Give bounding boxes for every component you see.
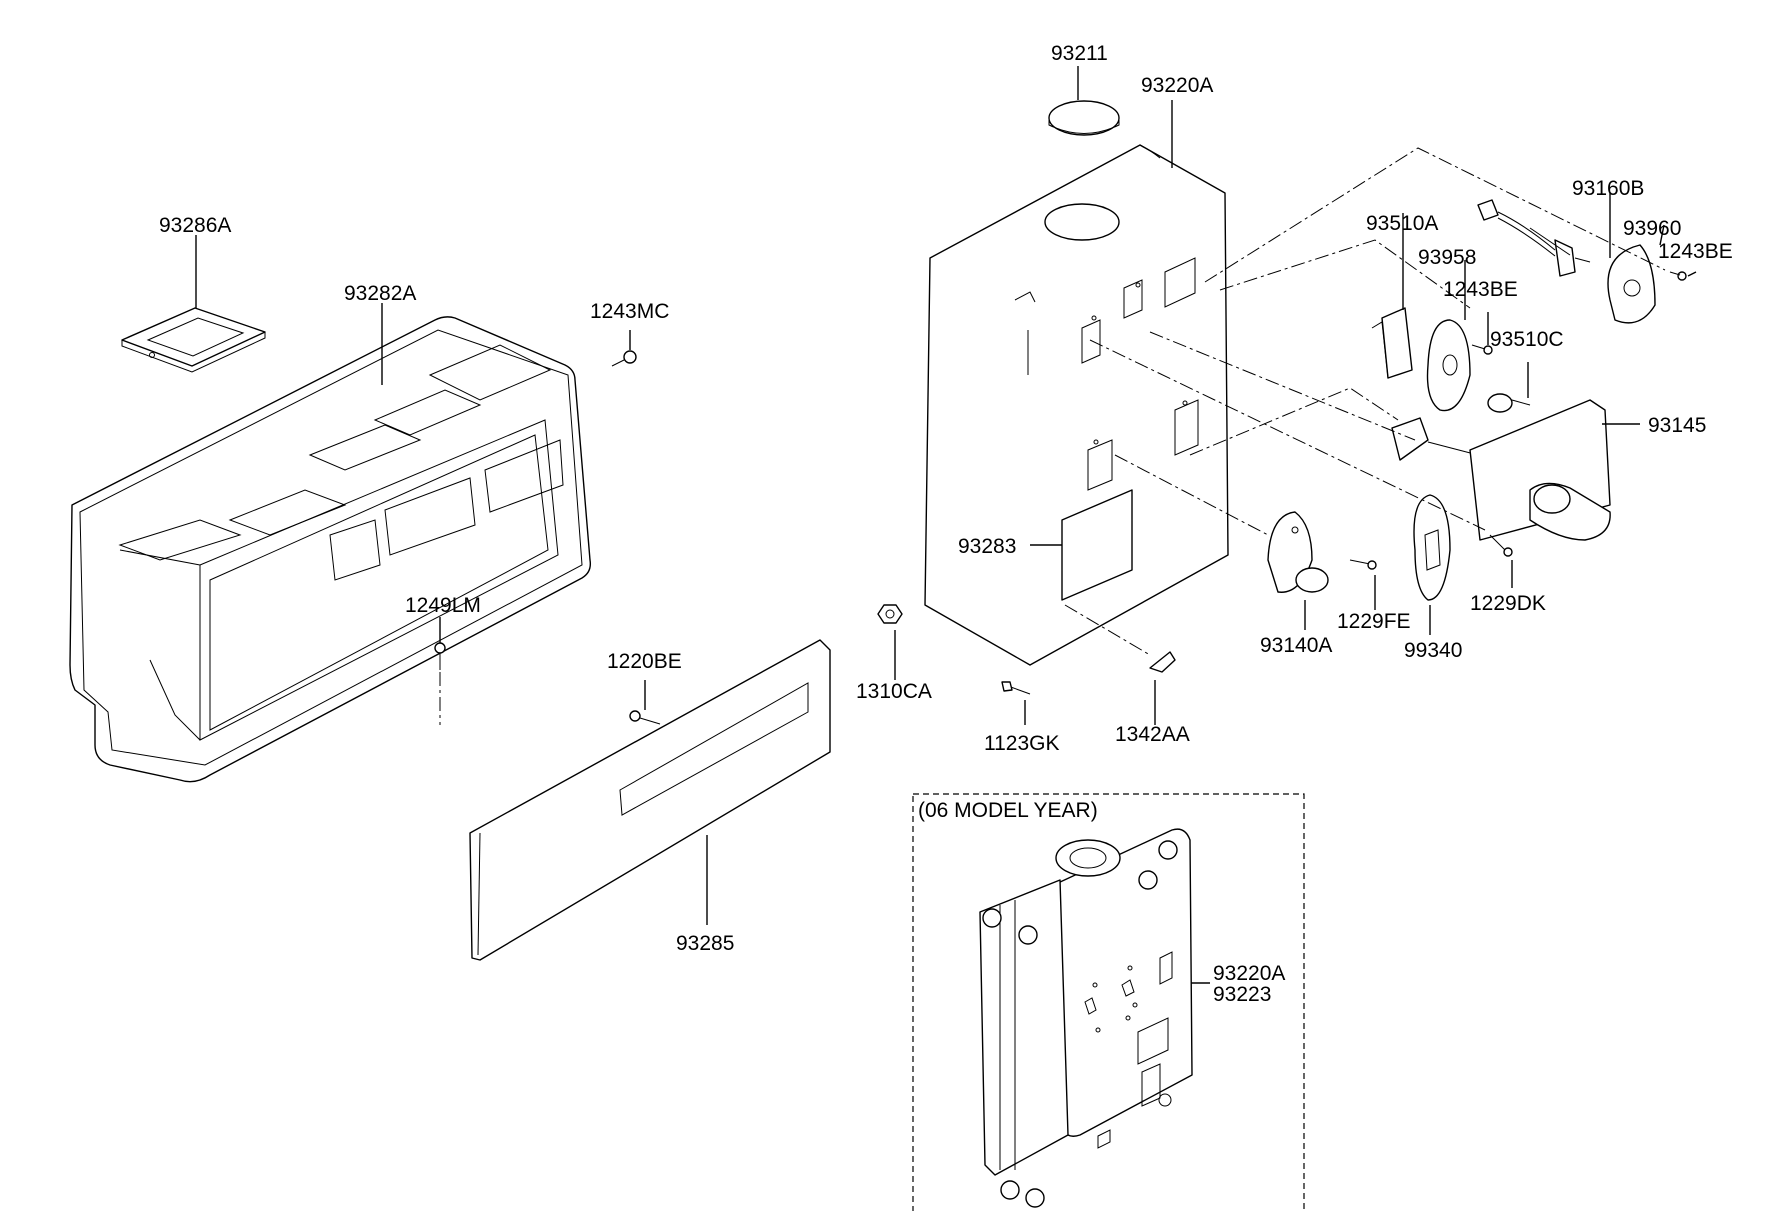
label-1310CA: 1310CA: [856, 680, 932, 703]
connector-93140A: [1267, 511, 1329, 593]
storage-box-93220A: [924, 144, 1229, 666]
trim-panel-93285: [469, 639, 831, 961]
screw-1243MC: [611, 350, 637, 367]
label-1243BE-top: 1243BE: [1658, 240, 1733, 263]
console-cover-93282A: [69, 316, 592, 783]
nut-1310CA: [877, 604, 903, 624]
inset-title: (06 MODEL YEAR): [918, 799, 1098, 822]
label-93140A: 93140A: [1260, 634, 1332, 657]
label-93283: 93283: [958, 535, 1016, 558]
cap-93211: [1048, 100, 1120, 136]
screw-1229DK: [1489, 534, 1513, 557]
label-1243MC: 1243MC: [590, 300, 669, 323]
label-93220A: 93220A: [1141, 74, 1213, 97]
clip-1342AA: [1149, 651, 1176, 673]
label-93510C: 93510C: [1490, 328, 1564, 351]
plate-93960: [1607, 244, 1656, 324]
switch-93510A: [1371, 307, 1413, 379]
label-1229FE: 1229FE: [1337, 610, 1411, 633]
leader-lines: [195, 66, 1697, 984]
screw-1249LM: [434, 642, 446, 725]
part-labels: 93211 93220A 93286A 93282A 1243MC 93510A…: [159, 42, 1733, 1006]
label-93286A: 93286A: [159, 214, 231, 237]
label-93211: 93211: [1051, 42, 1108, 65]
label-1229DK: 1229DK: [1470, 592, 1546, 615]
heater-control-93145: [1391, 399, 1611, 541]
label-1249LM: 1249LM: [405, 594, 481, 617]
inset-06-model-year: [912, 793, 1305, 1211]
knob-93510C: [1487, 393, 1531, 413]
label-93958: 93958: [1418, 246, 1476, 269]
label-93285: 93285: [676, 932, 734, 955]
screw-1243BE-top: [1669, 271, 1687, 281]
label-1243BE-mid: 1243BE: [1443, 278, 1518, 301]
screw-1229FE: [1349, 559, 1377, 570]
label-99340: 99340: [1404, 639, 1462, 662]
screw-1220BE: [629, 710, 661, 725]
label-93223: 93223: [1213, 983, 1271, 1006]
plate-93958: [1426, 319, 1471, 412]
label-1220BE: 1220BE: [607, 650, 682, 673]
connector-93160B: [1477, 199, 1591, 277]
label-93282A: 93282A: [344, 282, 416, 305]
bin-lid-93286A: [121, 307, 266, 373]
assembly-lines: [1064, 147, 1666, 656]
label-1123GK: 1123GK: [984, 732, 1060, 755]
screw-1243BE-mid: [1471, 344, 1493, 355]
label-93145: 93145: [1648, 414, 1706, 437]
label-93160B: 93160B: [1572, 177, 1644, 200]
inset-frame: [912, 793, 1305, 1211]
label-93220A-inset: 93220A: [1213, 962, 1285, 985]
gasket-99340: [1413, 494, 1451, 601]
label-93960: 93960: [1623, 217, 1681, 240]
label-1342AA: 1342AA: [1115, 723, 1190, 746]
label-93510A: 93510A: [1366, 212, 1438, 235]
bolt-1123GK: [1001, 681, 1031, 695]
